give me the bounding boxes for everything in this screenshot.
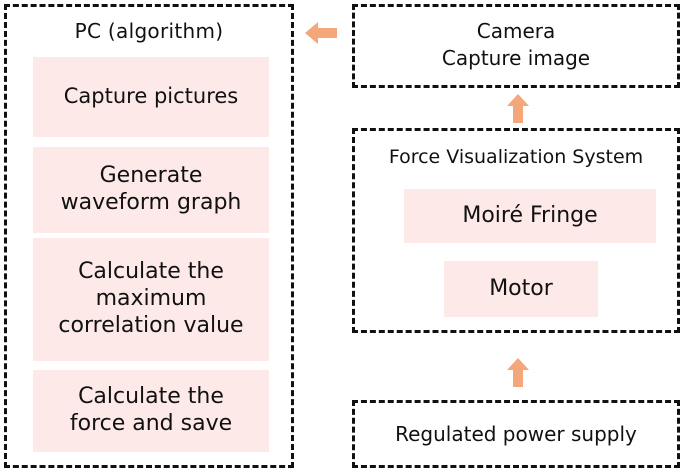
force-system-title: Force Visualization System [388,146,644,168]
step-capture-pictures: Capture pictures [33,57,269,137]
arrow-up-shape [507,94,529,123]
step-calculate-force: Calculate the force and save [33,370,269,452]
arrow-left-icon [305,22,337,44]
step-line: Capture pictures [63,84,239,109]
step-generate-waveform: Generate waveform graph [33,147,269,233]
force-visualization-box: Force Visualization System Moiré Fringe … [352,128,680,333]
step-line: Generate [99,163,203,189]
arrow-up-icon [507,358,529,387]
step-line: maximum [95,286,207,312]
step-line: force and save [69,411,233,436]
step-max-correlation: Calculate the maximum correlation value [33,238,269,361]
motor-block: Motor [444,261,598,317]
motor-label: Motor [489,275,553,301]
arrow-up-shape [507,358,529,387]
arrow-left-shape [305,22,337,44]
step-line: Calculate the [78,259,224,285]
pc-title: PC (algorithm) [74,19,224,43]
pc-algorithm-box: PC (algorithm) Capture pictures Generate… [4,4,294,468]
arrow-up-icon [507,94,529,123]
moire-fringe-label: Moiré Fringe [462,202,598,228]
step-line: correlation value [58,312,244,338]
power-supply-box: Regulated power supply [352,400,680,468]
power-supply-label: Regulated power supply [395,422,637,446]
step-line: waveform graph [60,190,242,215]
moire-fringe-block: Moiré Fringe [404,189,656,243]
camera-title: Camera [476,19,556,43]
camera-box: Camera Capture image [352,4,680,88]
step-line: Calculate the [78,384,224,410]
camera-subtitle: Capture image [441,46,591,70]
